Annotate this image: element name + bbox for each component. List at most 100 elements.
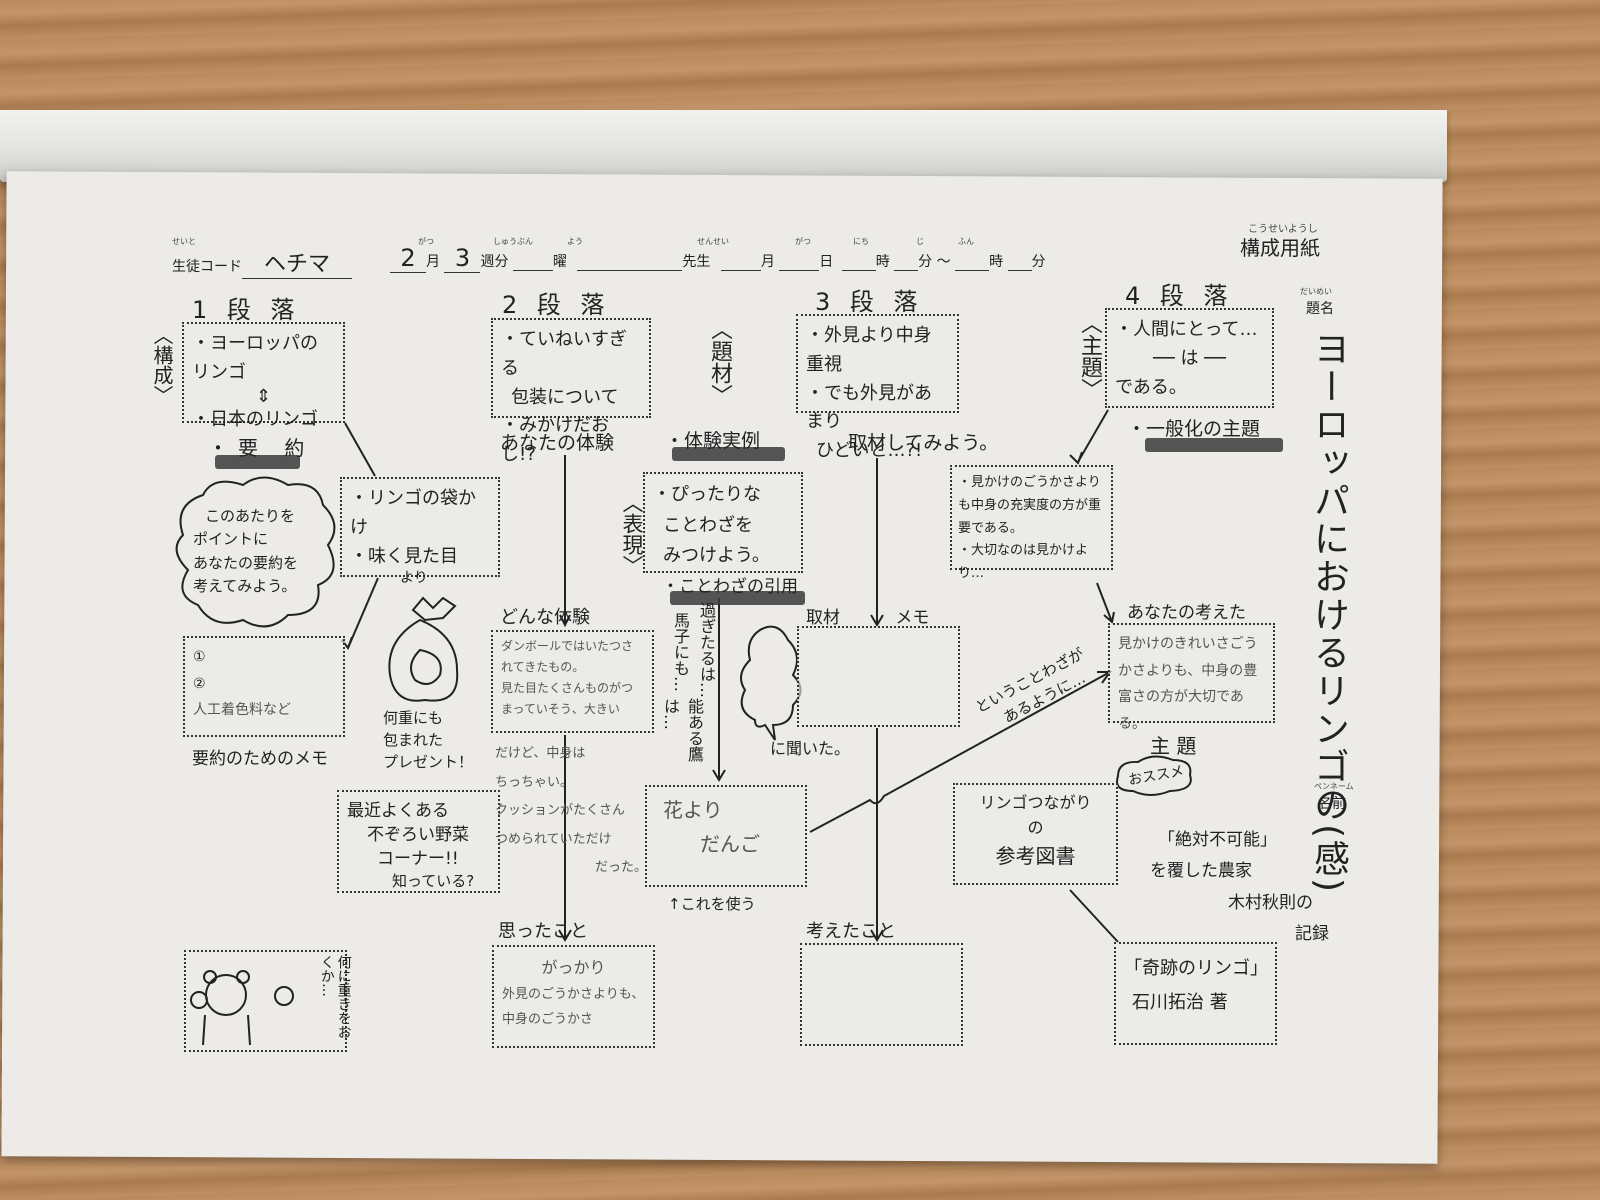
date-month-field[interactable] [720,254,761,271]
hour2-label: 時 [989,254,1004,270]
ruby: せんせい [697,237,729,246]
interview-memo-box[interactable] [797,626,960,727]
weekday-field[interactable] [512,254,553,271]
date-day-field[interactable] [779,254,820,271]
student-code-field[interactable]: せいと 生徒コードヘチマ [172,237,352,279]
box-line: 外見のごうかさよりも、 [502,987,645,1003]
date-month-label: 月 [760,254,775,270]
proverb-item: 過ぎたるは… [697,602,716,698]
date-day-label: 日 [819,254,834,270]
paragraph-3-box[interactable]: ・外見より中身重視 ・でも外見があまり ひどいと…?! [796,314,959,461]
minute-label: 分 [918,254,933,270]
apple-bagging-box[interactable]: ・リンゴの袋かけ ・味く見た目 より [340,477,500,585]
what-experience-box[interactable]: ダンボールではいたつされてきたもの。 見た目たくさんものがつまっていそう、大きい [491,630,654,733]
summary-memo-box[interactable]: ① ② 人工着色料など [183,636,345,737]
proverb-quote-label: ・ことわざの引用 [662,577,798,597]
paragraph-1-heading: 1 段 落 [192,296,301,324]
generalized-theme-box[interactable]: ・見かけのごうかさよりも中身の充実度の方が重要である。 ・大切なのは見かけより… [950,465,1113,581]
highlight-bar [672,447,785,461]
box-line: 石川拓治 著 [1132,992,1228,1014]
paragraph-1-box[interactable]: ・ヨーロッパのリンゴ ⇕ ・日本のリンゴ [182,322,345,430]
proverb-item: 能ある鷹は… [661,698,704,762]
cloud-line: ポイントに [193,530,269,549]
tilde: 〜 [936,254,951,270]
miracle-apple-book-box[interactable]: 「奇跡のリンゴ」 石川拓治 著 [1114,942,1277,1045]
connector-line [344,422,376,477]
box-line: がっかり [541,958,606,977]
interview-label: 取材してみよう。 [848,432,999,454]
box-line: である。 [1115,376,1187,398]
box-line: ・日本のリンゴ [192,408,318,430]
note-line: だった。 [595,860,648,876]
box-line: みつけよう。 [663,545,770,567]
hour2-field[interactable] [955,254,990,271]
box-line: ① [193,649,206,665]
cloud-line: このあたりを [205,507,296,525]
essay-title[interactable]: ヨーロッパにおけるリンゴの(感) [1308,330,1349,895]
bear-drawing-box[interactable] [184,950,347,1052]
proverb-box[interactable]: 花より だんご [645,785,807,887]
note-line: ちっちゃい。 [495,774,574,790]
paper-rolled-edge [0,110,1447,182]
note-line: 「絶対不可能」 [1158,830,1277,850]
your-theme-box[interactable]: 見かけのきれいさごうかさよりも、中身の豊富さの方が大切である。 [1108,623,1275,732]
arrow-line [1077,409,1109,463]
name-label: 名前 [1318,796,1346,812]
box-line: 知っている? [392,872,475,891]
arrow-line [1096,582,1113,623]
teacher-field[interactable] [577,254,683,271]
month-value[interactable]: 2 [390,244,426,273]
box-line: 参考図書 [995,843,1076,868]
connector-line [1069,889,1119,943]
week-value[interactable]: 3 [444,244,481,273]
your-theme-label: あなたの考えた [1127,603,1246,623]
box-line: より [400,570,428,587]
what-you-thought-box[interactable]: がっかり 外見のごうかさよりも、 中身のごうかさ [492,945,655,1048]
box-line: ことわざを [663,514,753,536]
paragraph-2-heading: 2 段 落 [502,291,611,319]
note-line: つめられていただけ [495,831,612,847]
note-line: だけど、中身は [495,746,586,761]
summary-memo-caption: 要約のためのメモ [192,749,328,769]
box-line: ・味く見た目 [350,545,458,567]
what-you-considered-label: 考えたこと [806,921,896,942]
what-you-considered-box[interactable] [800,943,963,1046]
expression-label: 〈表現〉 [620,492,644,576]
ruby: ふん [958,237,974,246]
paragraph-4-box[interactable]: ・人間にとって… ── は ── である。 [1105,308,1274,408]
summary-label: ・要 約 [208,436,315,460]
your-experience-label: あなたの体験 [500,432,615,454]
uneven-vegetables-box[interactable]: 最近よくある 不ぞろい野菜 コーナー!! 知っている? [337,790,500,893]
box-line: ・ていねいすぎる [501,329,627,379]
box-line: ・でも外見があまり [806,382,932,433]
box-line: ・見かけのごうかさよりも中身の充実度の方が重要である。 [958,475,1102,536]
hour-field[interactable] [841,254,876,271]
box-line: だんご [700,832,760,856]
gift-drawing [388,596,459,702]
expression-box[interactable]: ・ぴったりな ことわざを みつけよう。 [643,472,803,573]
generalized-theme-label: ・一般化の主題 [1127,418,1261,440]
caption-line: 何重にも [383,709,444,727]
student-code-value[interactable]: ヘチマ [242,246,352,279]
title-label: 題名 [1306,301,1334,317]
bear-caption: 何に重きをおくか… [318,955,352,1039]
use-this-note: ↑これを使う [668,895,756,913]
paragraph-3-heading: 3 段 落 [815,288,924,316]
ruby: せいと [172,237,196,246]
minute2-field[interactable] [1007,254,1032,271]
caption-line: プレゼント！ [383,752,474,771]
what-you-thought-label: 思ったこと [498,921,588,942]
recommend-cloud-shape [1116,755,1192,796]
reference-books-box[interactable]: リンゴつながり の 参考図書 [953,783,1118,885]
proverb-item: 馬子にも… [671,612,690,692]
weekday-label: 曜 [552,254,567,270]
minute-field[interactable] [894,254,919,271]
caption-line: 包まれた [383,730,444,749]
paragraph-2-box[interactable]: ・ていねいすぎる 包装について ・みかけだおし!? [491,318,651,465]
gift-caption: 何重にも 包まれた プレゼント！ [383,708,473,773]
book-note: 「絶対不可能」 を覆した農家 木村秋則の 記録 [1150,825,1329,951]
note-line: 木村秋則の [1228,892,1313,913]
theme-side-label: 〈主題〉 [1077,312,1102,400]
box-line: 見かけのきれいさごうかさよりも、中身の豊富さの方が大切である。 [1118,636,1258,732]
